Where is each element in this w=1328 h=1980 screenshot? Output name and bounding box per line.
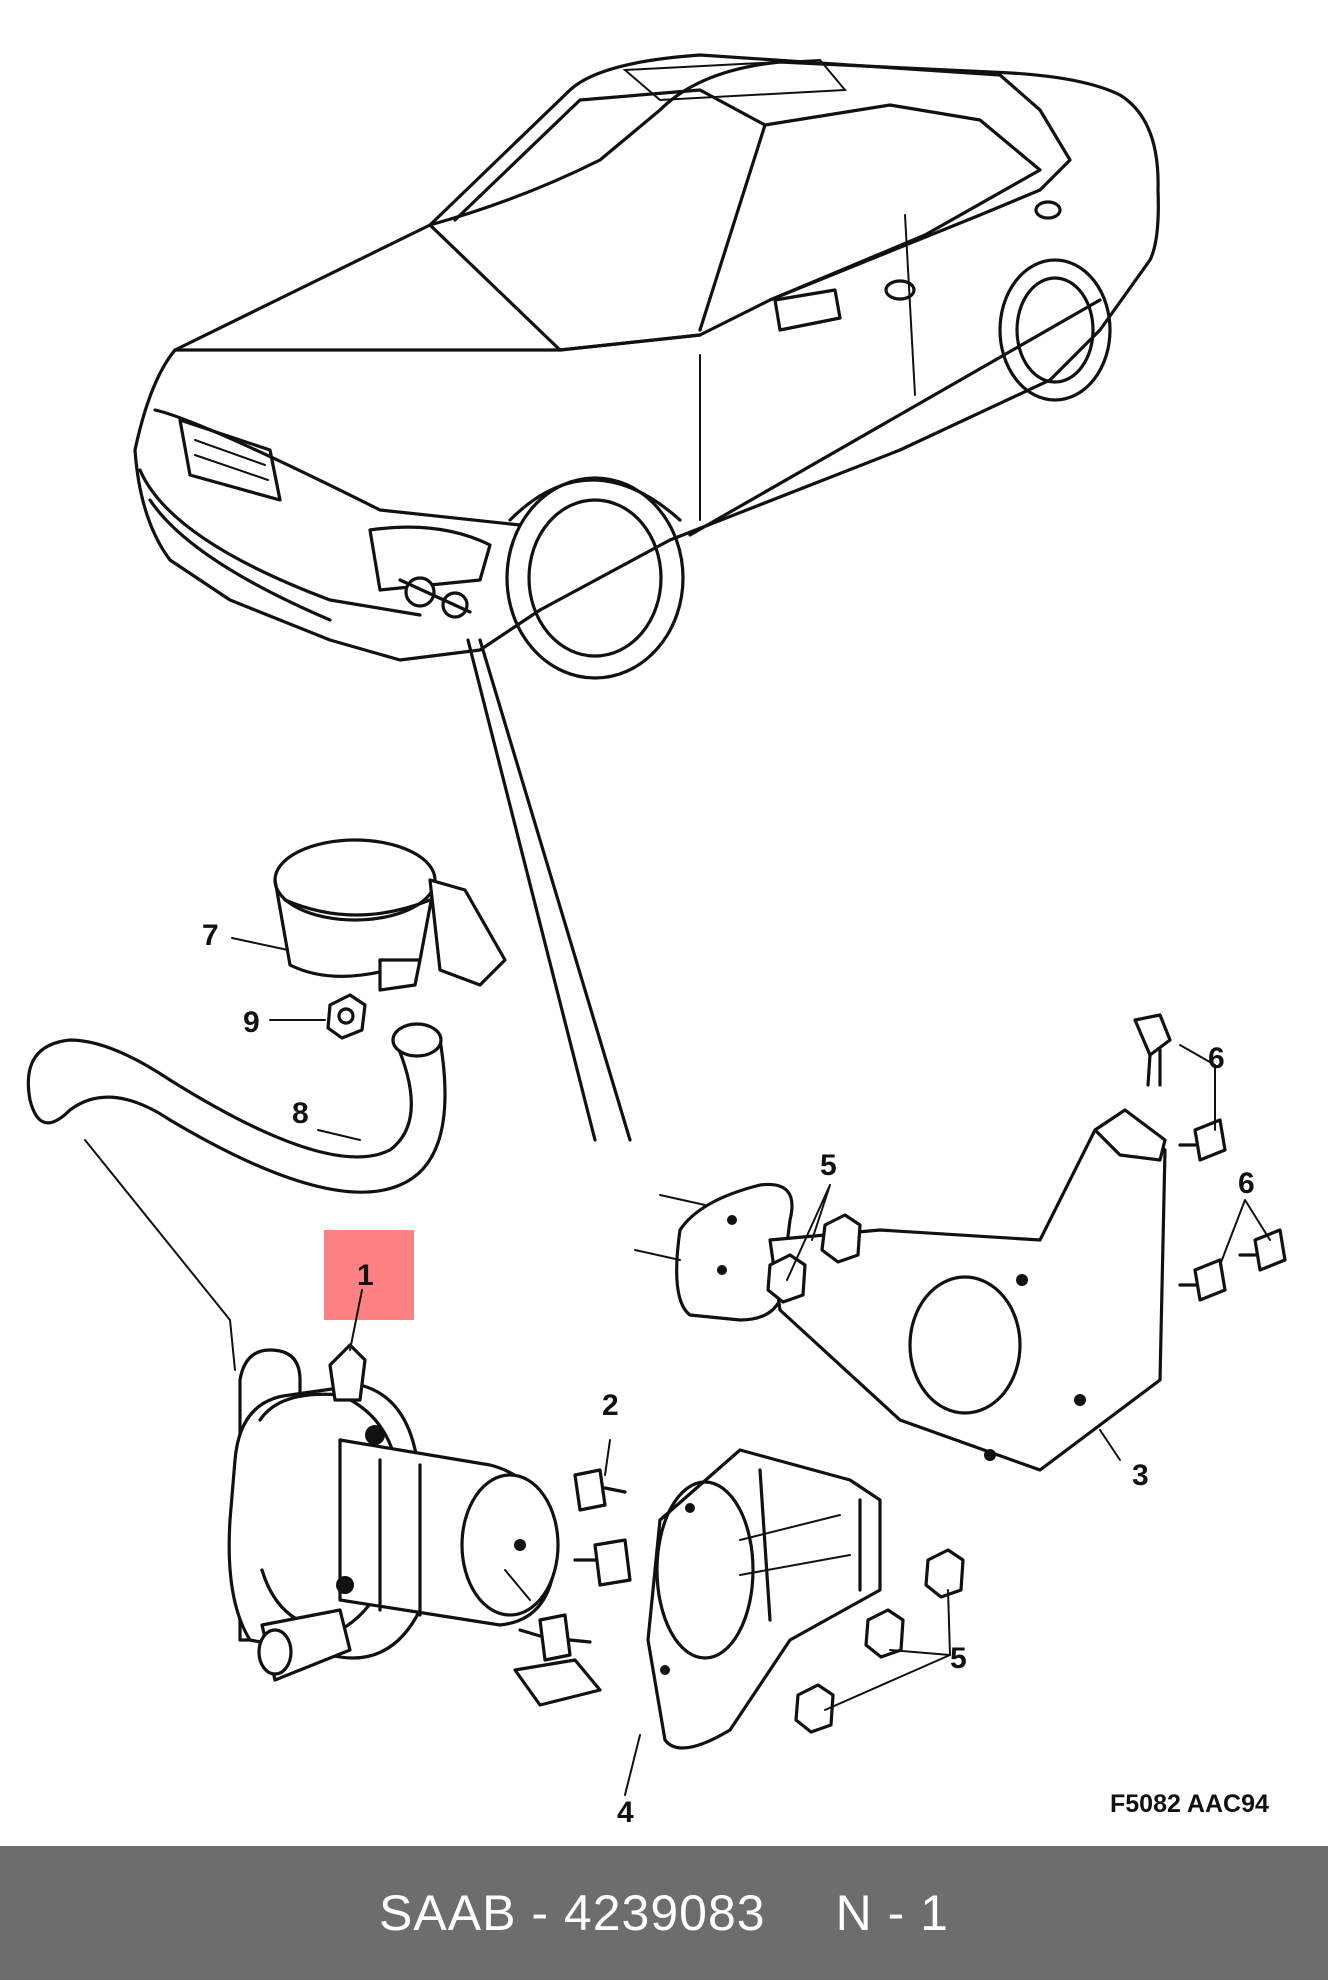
- part-number: 4239083: [563, 1885, 766, 1941]
- separator: -: [531, 1885, 550, 1941]
- drawing-code: F5082 AAC94: [1110, 1790, 1269, 1818]
- callout-1-highlight: [324, 1230, 414, 1320]
- callout-9: 9: [243, 1006, 260, 1039]
- part-5-nuts: [766, 1213, 965, 1734]
- callout-3: 3: [1132, 1459, 1149, 1492]
- callout-6-top: 6: [1208, 1042, 1225, 1075]
- part-3-mounting-plate: [634, 1108, 1167, 1472]
- callout-labels: 1 2 3 4 5 5 5 6 6 7 8 9: [202, 919, 1255, 1829]
- part-2-rubber-mounts: [513, 1468, 632, 1707]
- part-9-nut: [326, 993, 367, 1040]
- position-label: N - 1: [835, 1885, 949, 1941]
- brand-label: SAAB: [379, 1885, 517, 1941]
- callout-2: 2: [602, 1389, 619, 1422]
- part-4-bracket: [646, 1448, 882, 1750]
- callout-leader-lines: [231, 937, 1271, 1796]
- callout-4: 4: [617, 1796, 634, 1829]
- part-number-footer: SAAB - 4239083 N - 1: [0, 1846, 1328, 1980]
- parts-diagram: 1 2 3 4 5 5 5 6 6 7 8 9 F5082 AAC94: [26, 53, 1287, 1829]
- part-6-bolts: [1133, 1013, 1287, 1302]
- callout-8: 8: [292, 1097, 309, 1130]
- callout-1: 1: [357, 1259, 374, 1292]
- part-1-air-pump: [227, 1343, 560, 1682]
- part-7-air-filter-housing: [273, 838, 507, 992]
- callout-7: 7: [202, 919, 219, 952]
- part-8-hose: [26, 1022, 447, 1371]
- car-illustration: [133, 53, 1160, 1142]
- callout-6-bottom: 6: [1238, 1167, 1255, 1200]
- callout-5-bottom: 5: [950, 1642, 967, 1675]
- callout-5-top: 5: [820, 1149, 837, 1182]
